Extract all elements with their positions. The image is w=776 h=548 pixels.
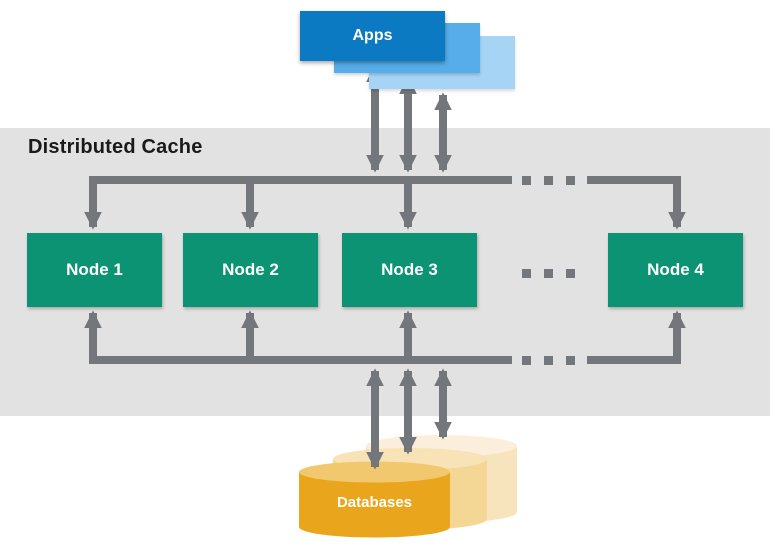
node-1-box: Node 1 (27, 233, 162, 307)
distributed-cache-title: Distributed Cache (28, 136, 203, 158)
databases-label: Databases (336, 494, 413, 511)
node-4-box: Node 4 (608, 233, 743, 307)
ellipsis-dots-bottom-line-icon (522, 356, 575, 365)
node-1-label: Node 1 (66, 260, 123, 279)
apps-label: Apps (352, 27, 393, 44)
cache-db-arrows (366, 368, 452, 470)
app-card-front: Apps (300, 11, 445, 61)
node-2-box: Node 2 (183, 233, 318, 307)
node-2-label: Node 2 (222, 260, 279, 279)
ellipsis-dots-nodes-icon (522, 269, 575, 278)
cache-bottom-collection-line (84, 310, 686, 365)
node-3-box: Node 3 (342, 233, 477, 307)
node-3-label: Node 3 (381, 260, 438, 279)
ellipsis-dots-top-line-icon (522, 176, 575, 185)
node-4-label: Node 4 (647, 260, 704, 279)
cache-top-distribution-line (84, 176, 686, 230)
db-cylinder-front (299, 461, 450, 538)
